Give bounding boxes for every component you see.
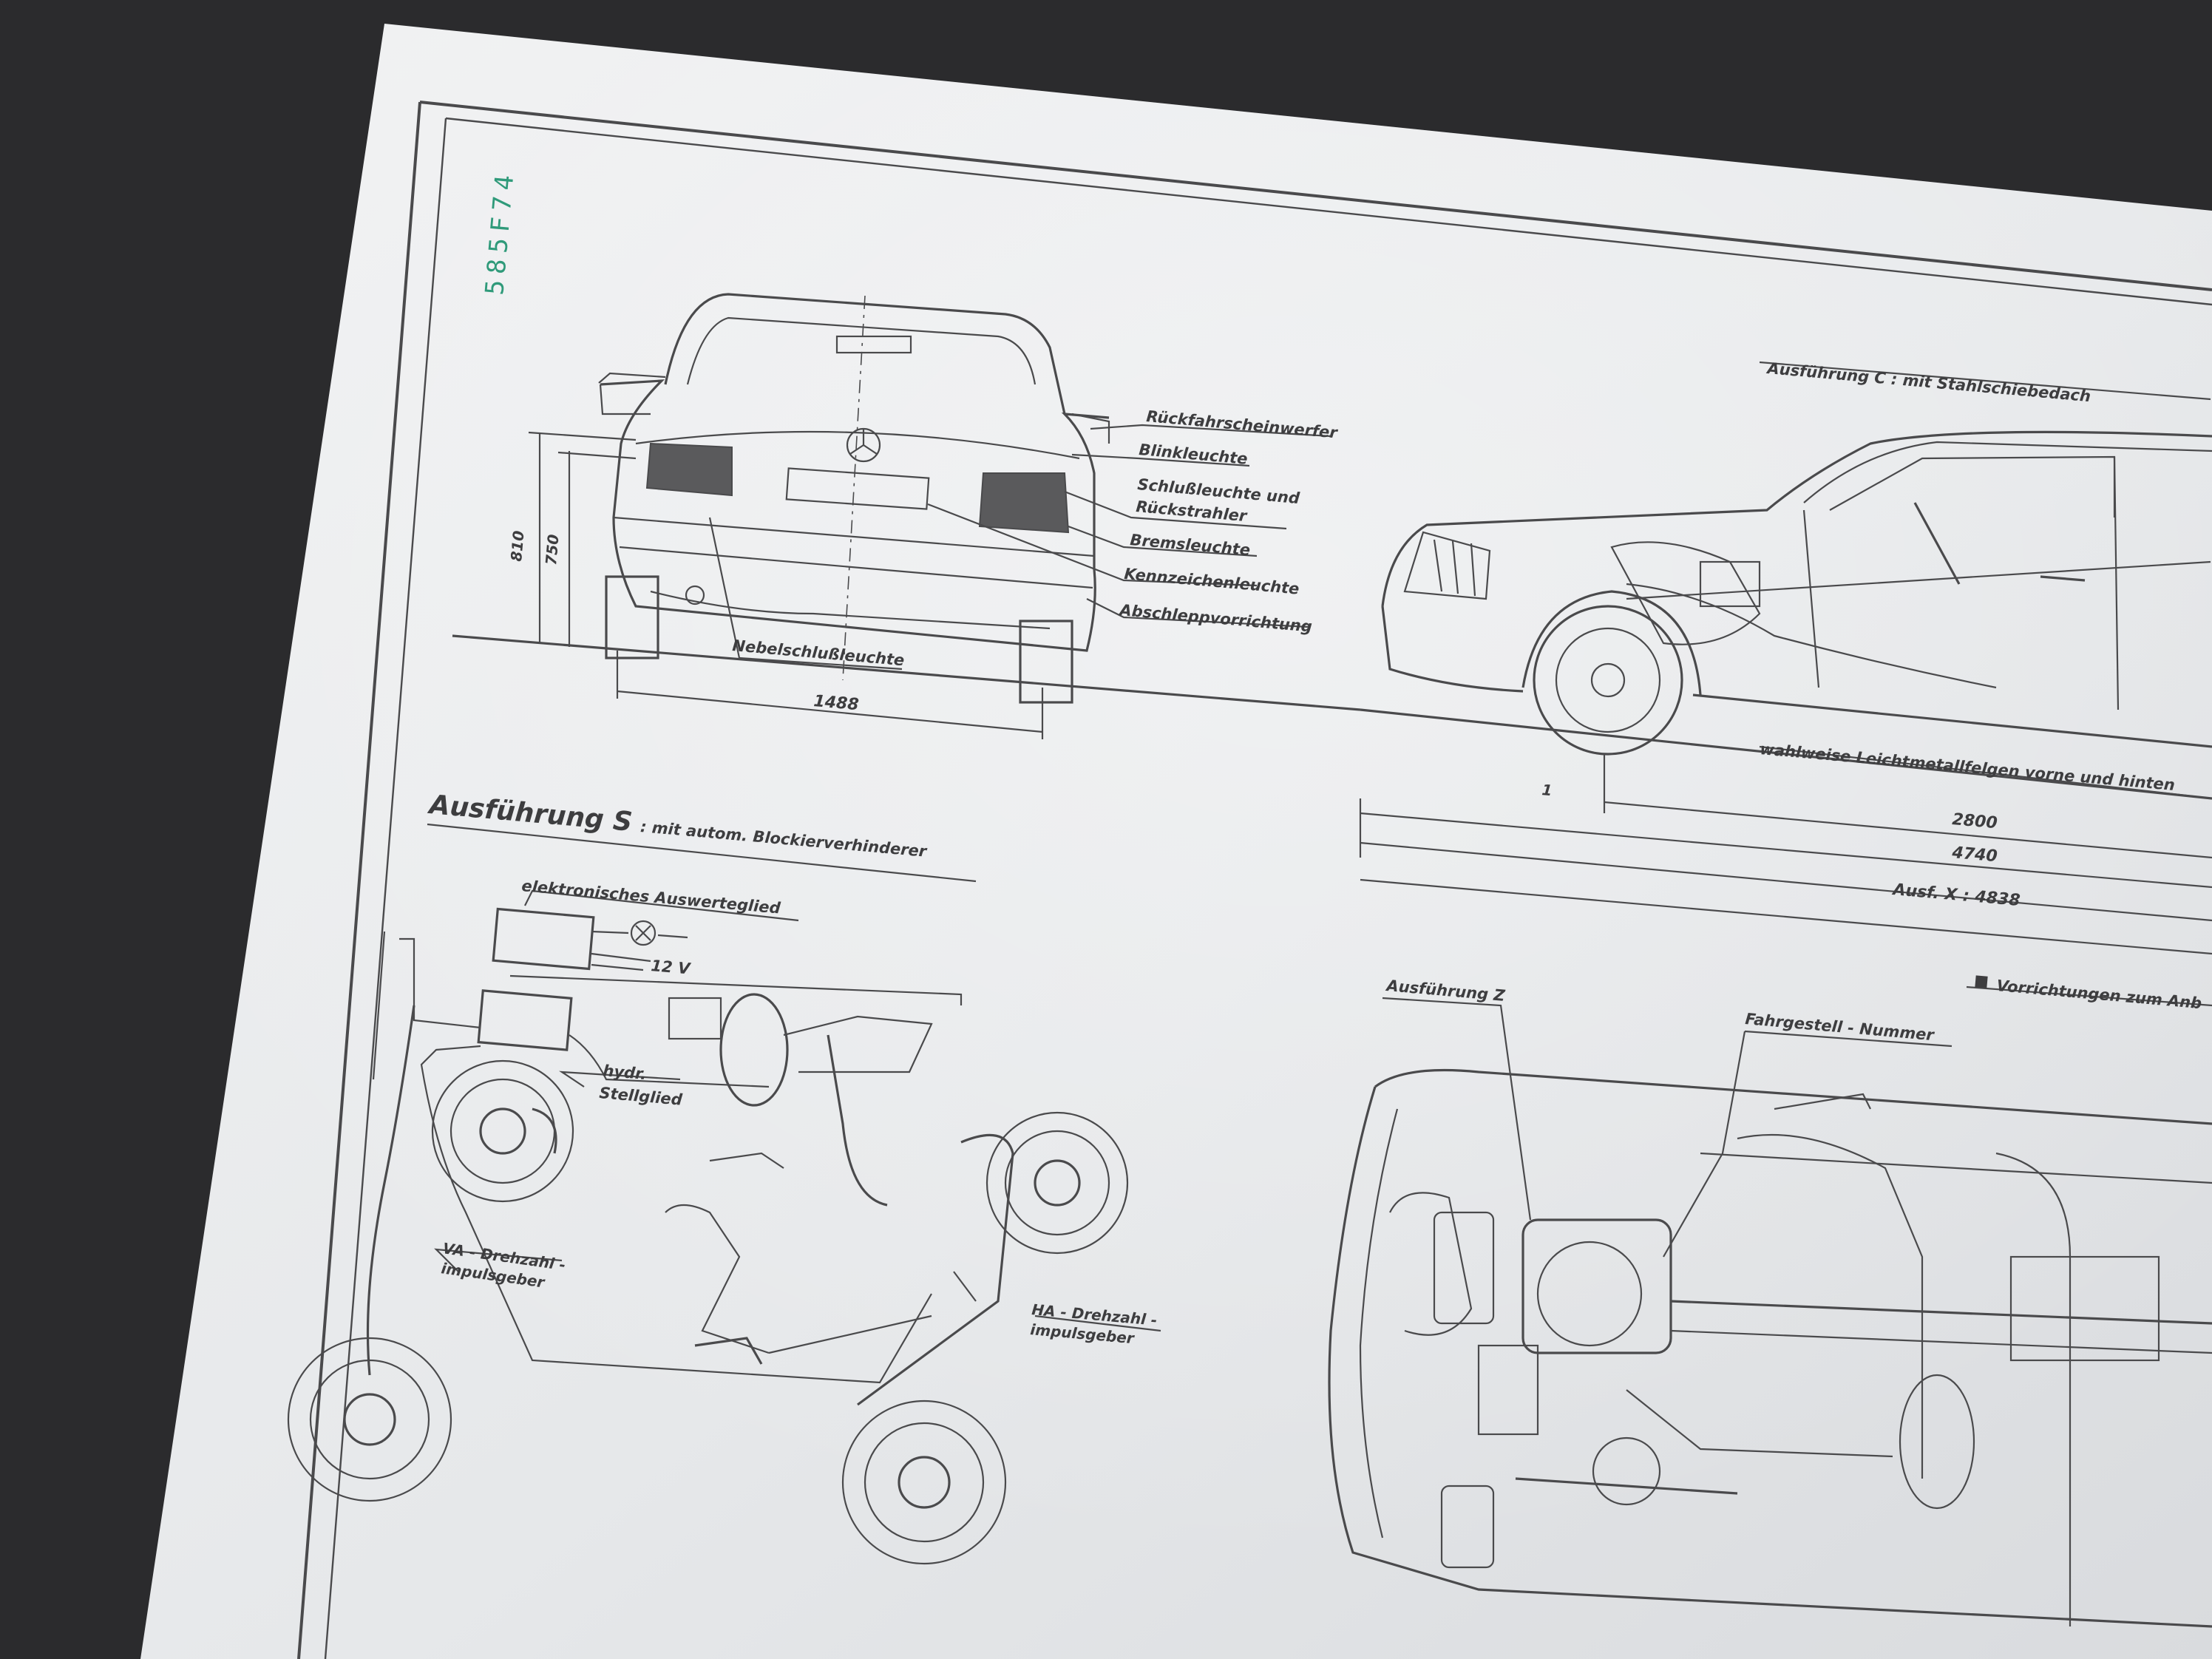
dim-height-810: 810 [507,530,528,563]
label-hydr: hydr. [603,1062,648,1083]
drawing-frame [297,101,2212,1659]
marker-1: 1 [1541,781,1553,799]
rear-view-drawing [452,293,1361,739]
chassis-view-drawing [1328,985,2212,1628]
dim-track-1488: 1488 [812,692,859,714]
paper-sheet [140,24,2212,1659]
side-view-drawing [1359,361,2212,955]
dim-height-750: 750 [542,534,563,566]
label-12v: 12 V [651,957,692,978]
abs-diagram-drawing [287,823,1161,1565]
dim-length-4740: 4740 [1950,844,1998,866]
dim-wheelbase-2800: 2800 [1951,810,1998,832]
